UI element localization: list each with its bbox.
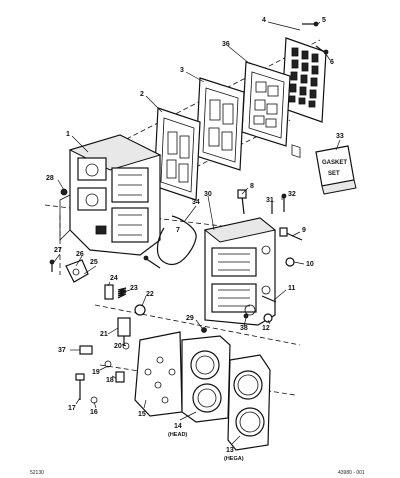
callout-34: 34 (192, 199, 200, 206)
callout-21: 21 (100, 331, 108, 338)
gasket-set-label-2: SET (328, 171, 340, 177)
callout-38: 38 (240, 325, 248, 332)
intake-gasket (134, 331, 183, 417)
callout-22: 22 (146, 291, 154, 298)
callout-12: 12 (262, 325, 270, 332)
cover-plate (281, 37, 327, 159)
callout-19: 19 (92, 369, 100, 376)
callout-8: 8 (250, 183, 254, 190)
sublabel-head: (HEAD) (168, 432, 187, 438)
callout-36: 36 (222, 41, 230, 48)
callout-13: 13 (226, 447, 234, 454)
footer-ref-right: 43980 - 001 (338, 470, 365, 476)
callout-5: 5 (322, 17, 326, 24)
head-cover (181, 335, 231, 423)
callout-15: 15 (138, 411, 146, 418)
transfer-cover (195, 77, 245, 171)
callout-27: 27 (54, 247, 62, 254)
callout-14: 14 (174, 423, 182, 430)
callout-17: 17 (68, 405, 76, 412)
callout-7: 7 (176, 227, 180, 234)
head-gasket (227, 354, 271, 451)
callout-11: 11 (288, 285, 296, 292)
leader-lines (53, 21, 341, 445)
callout-31: 31 (266, 197, 274, 204)
gasket-set-label-1: GASKET (322, 160, 347, 166)
callout-2: 2 (140, 91, 144, 98)
transfer-gasket (153, 107, 201, 201)
callout-4: 4 (262, 17, 266, 24)
callout-24: 24 (110, 275, 118, 282)
callout-16: 16 (90, 409, 98, 416)
callout-33: 33 (336, 133, 344, 140)
callout-10: 10 (306, 261, 314, 268)
callout-20: 20 (114, 343, 122, 350)
callout-1: 1 (66, 131, 70, 138)
callout-37: 37 (58, 347, 66, 354)
gasket-set-box: GASKET SET (315, 145, 357, 195)
callout-32: 32 (288, 191, 296, 198)
callout-28: 28 (46, 175, 54, 182)
cylinder-block (59, 134, 162, 269)
callout-numbers: 1 2 3 4 5 6 7 8 9 10 11 12 13 14 15 16 1… (46, 17, 344, 462)
callout-23: 23 (130, 285, 138, 292)
callout-18: 18 (106, 377, 114, 384)
callout-26: 26 (76, 251, 84, 258)
cylinder-head (203, 217, 277, 326)
callout-9: 9 (302, 227, 306, 234)
callout-6: 6 (330, 59, 334, 66)
sublabel-hega: (HEGA) (224, 456, 244, 462)
footer-ref-left: 52130 (30, 470, 44, 476)
callout-3: 3 (180, 67, 184, 74)
cover-gasket (241, 61, 291, 147)
callout-29: 29 (186, 315, 194, 322)
callout-30: 30 (204, 191, 212, 198)
seal-cord (156, 215, 197, 266)
callout-25: 25 (90, 259, 98, 266)
